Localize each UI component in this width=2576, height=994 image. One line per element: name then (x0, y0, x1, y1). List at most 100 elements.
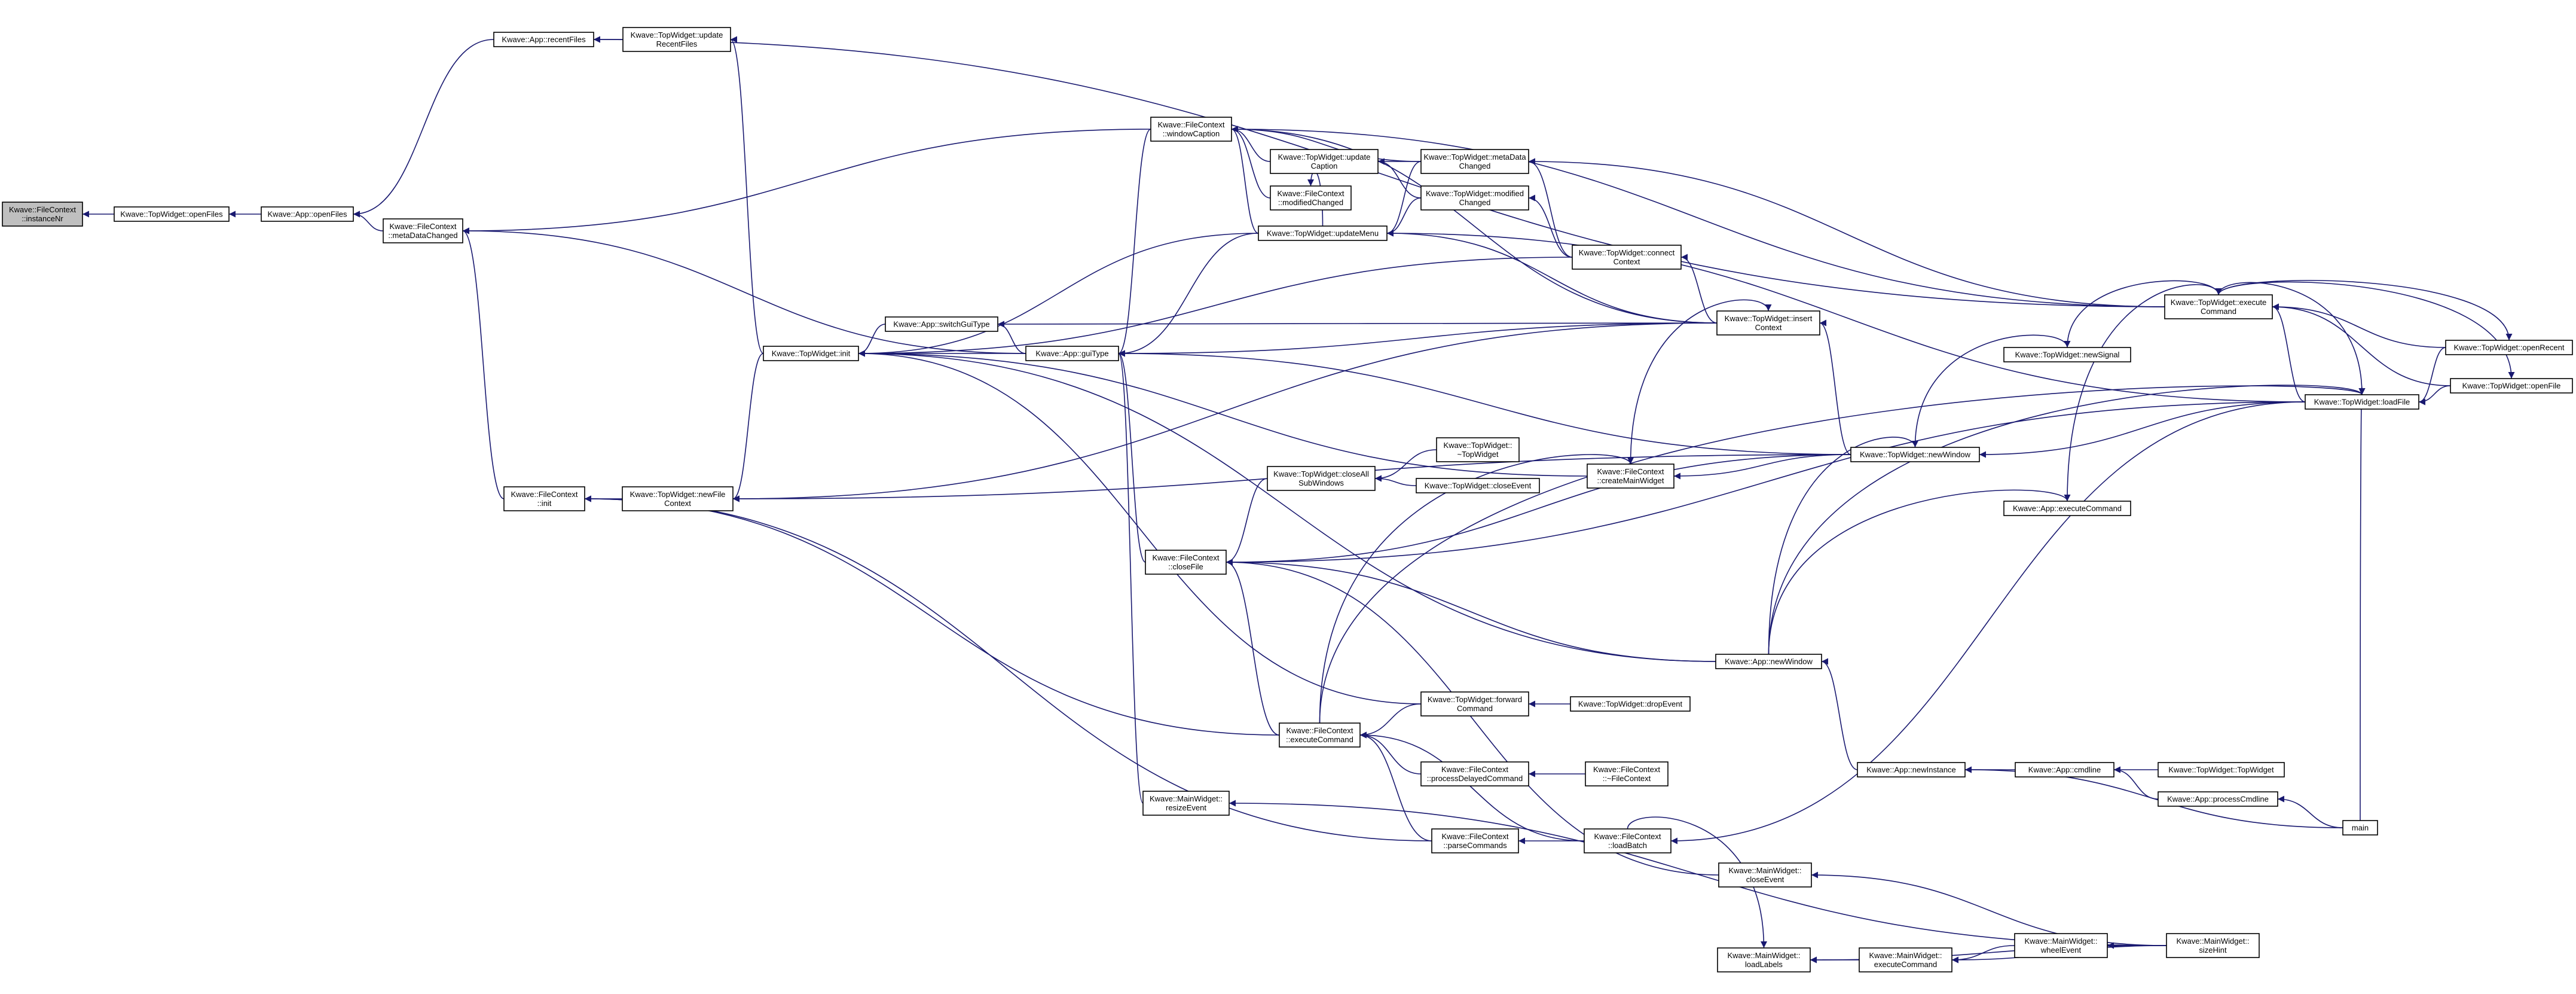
node-app_executeCommand[interactable]: Kwave::App::executeCommand (2003, 501, 2131, 516)
edge-tw_openRecent-to-tw_loadFile (2418, 347, 2446, 405)
edge-tw_loadFile-to-fc_closeFile (1226, 401, 2306, 566)
node-label: Kwave::MainWidget:: (1869, 951, 1942, 960)
node-mw_closeEvent[interactable]: Kwave::MainWidget::closeEvent (1718, 862, 1812, 888)
node-app_newWindow[interactable]: Kwave::App::newWindow (1715, 654, 1822, 669)
node-box (885, 316, 998, 332)
node-label: loadLabels (1745, 960, 1783, 969)
node-app_cmdline[interactable]: Kwave::App::cmdline (2015, 762, 2114, 777)
node-label: ::loadBatch (1608, 841, 1647, 850)
node-tw_newWindow[interactable]: Kwave::TopWidget::newWindow (1850, 447, 1980, 462)
edge-tw_executeCommand-to-tw_openFile (2218, 281, 2515, 379)
node-fc_closeFile[interactable]: Kwave::FileContext::closeFile (1145, 550, 1227, 575)
node-label: Kwave::TopWidget::forward (1428, 695, 1522, 704)
node-tw_dtor[interactable]: Kwave::TopWidget::~TopWidget (1436, 437, 1520, 462)
node-box (383, 218, 463, 243)
node-fc_modifiedChanged[interactable]: Kwave::FileContext::modifiedChanged (1270, 185, 1352, 211)
edge-fc_metaDataChanged-to-app_openFiles (353, 211, 384, 231)
edge-tw_updateMenu-to-fc_windowCaption (1231, 126, 1259, 234)
node-mw_resizeEvent[interactable]: Kwave::MainWidget::resizeEvent (1142, 791, 1230, 816)
node-fc_processDelayedCommand[interactable]: Kwave::FileContext::processDelayedComman… (1420, 761, 1529, 786)
node-label: ~TopWidget (1457, 450, 1498, 459)
node-tw_updateMenu[interactable]: Kwave::TopWidget::updateMenu (1258, 225, 1388, 241)
edge-tw_updateMenu-to-app_guiType (1118, 233, 1259, 357)
node-fc_dtor[interactable]: Kwave::FileContext::~FileContext (1585, 761, 1669, 786)
node-mw_sizeHint[interactable]: Kwave::MainWidget::sizeHint (2166, 933, 2260, 958)
node-label: Kwave::App::executeCommand (2013, 504, 2122, 513)
node-mw_loadLabels[interactable]: Kwave::MainWidget::loadLabels (1717, 947, 1811, 972)
edge-tw_insertContext-to-app_guiType (1118, 322, 1718, 357)
node-label: Context (664, 499, 691, 508)
edge-tw_connectContext-to-tw_init (858, 257, 1573, 357)
node-fc_metaDataChanged[interactable]: Kwave::FileContext::metaDataChanged (383, 218, 463, 243)
node-box (1572, 245, 1682, 270)
node-label: Kwave::TopWidget::init (772, 349, 851, 358)
edge-tw_loadFile-to-tw_executeCommand (2272, 303, 2306, 403)
node-tw_modifiedChanged[interactable]: Kwave::TopWidget::modifiedChanged (1420, 185, 1529, 211)
node-label: Context (1755, 323, 1782, 332)
node-fc_executeCommand[interactable]: Kwave::FileContext::executeCommand (1279, 722, 1361, 748)
node-fc_init[interactable]: Kwave::FileContext::init (503, 486, 585, 511)
node-tw_closeEvent[interactable]: Kwave::TopWidget::closeEvent (1416, 478, 1540, 493)
node-app_switchGuiType[interactable]: Kwave::App::switchGuiType (885, 316, 998, 332)
node-label: executeCommand (1874, 960, 1938, 969)
node-app_recentFiles[interactable]: Kwave::App::recentFiles (493, 32, 594, 47)
node-label: Kwave::TopWidget::insert (1725, 314, 1813, 323)
node-app_guiType[interactable]: Kwave::App::guiType (1025, 346, 1119, 361)
node-instanceNr[interactable]: Kwave::FileContext::instanceNr (2, 202, 83, 227)
node-box (622, 486, 734, 511)
edge-fc_init-to-fc_metaDataChanged (462, 227, 505, 499)
edge-tw_forwardCommand-to-tw_init (858, 350, 1422, 705)
edge-tw_connectContext-to-tw_modifiedChanged (1528, 194, 1573, 258)
edge-fc_parseCommands-to-fc_executeCommand (1359, 731, 1432, 841)
node-app_openFiles[interactable]: Kwave::App::openFiles (261, 206, 354, 222)
edge-mw_resizeEvent-to-app_guiType (1118, 350, 1144, 804)
node-tw_openFile[interactable]: Kwave::TopWidget::openFile (2450, 378, 2573, 394)
edge-main-to-app_processCmdline (2277, 795, 2343, 828)
node-mw_executeCommand[interactable]: Kwave::MainWidget::executeCommand (1859, 947, 1952, 972)
node-app_processCmdline[interactable]: Kwave::App::processCmdline (2158, 791, 2278, 807)
node-tw_ctor[interactable]: Kwave::TopWidget::TopWidget (2158, 762, 2285, 777)
edge-tw_updateMenu-to-tw_init (858, 233, 1259, 357)
node-label: Kwave::MainWidget:: (1150, 794, 1223, 803)
node-box (2305, 394, 2419, 410)
node-app_newInstance[interactable]: Kwave::App::newInstance (1857, 762, 1966, 777)
node-label: Kwave::TopWidget::update (631, 31, 723, 39)
node-tw_metaDataChanged[interactable]: Kwave::TopWidget::metaDataChanged (1420, 149, 1529, 174)
node-label: Kwave::TopWidget::TopWidget (2168, 766, 2274, 775)
edge-app_switchGuiType-to-tw_init (858, 324, 886, 357)
node-mw_wheelEvent[interactable]: Kwave::MainWidget::wheelEvent (2014, 933, 2108, 958)
node-fc_windowCaption[interactable]: Kwave::FileContext::windowCaption (1150, 117, 1232, 142)
node-fc_createMainWidget[interactable]: Kwave::FileContext::createMainWidget (1587, 464, 1674, 489)
node-label: Kwave::MainWidget:: (2176, 937, 2249, 946)
node-tw_newSignal[interactable]: Kwave::TopWidget::newSignal (2003, 347, 2131, 362)
node-main[interactable]: main (2342, 820, 2378, 836)
node-tw_executeCommand[interactable]: Kwave::TopWidget::executeCommand (2164, 294, 2273, 319)
node-tw_openRecent[interactable]: Kwave::TopWidget::openRecent (2445, 340, 2573, 355)
node-tw_dropEvent[interactable]: Kwave::TopWidget::dropEvent (1570, 696, 1691, 712)
node-fc_loadBatch[interactable]: Kwave::FileContext::loadBatch (1584, 828, 1672, 853)
edge-app_processCmdline-to-app_cmdline (2113, 766, 2159, 800)
node-label: Kwave::TopWidget::dropEvent (1578, 700, 1683, 709)
node-label: SubWindows (1298, 478, 1344, 487)
node-label: Kwave::App::switchGuiType (893, 320, 989, 329)
node-tw_openFiles[interactable]: Kwave::TopWidget::openFiles (114, 206, 230, 222)
node-fc_parseCommands[interactable]: Kwave::FileContext::parseCommands (1431, 828, 1519, 853)
node-label: Kwave::TopWidget::loadFile (2314, 398, 2410, 407)
edge-fc_createMainWidget-to-tw_insertContext (1630, 299, 1772, 465)
node-box (1420, 185, 1529, 211)
edge-tw_insertContext-to-tw_connectContext (1680, 254, 1718, 324)
edge-tw_openFile-to-tw_loadFile (2418, 385, 2451, 405)
node-tw_loadFile[interactable]: Kwave::TopWidget::loadFile (2305, 394, 2419, 410)
node-box (1258, 225, 1388, 241)
node-tw_init[interactable]: Kwave::TopWidget::init (763, 346, 859, 361)
node-box (261, 206, 354, 222)
node-box (114, 206, 230, 222)
